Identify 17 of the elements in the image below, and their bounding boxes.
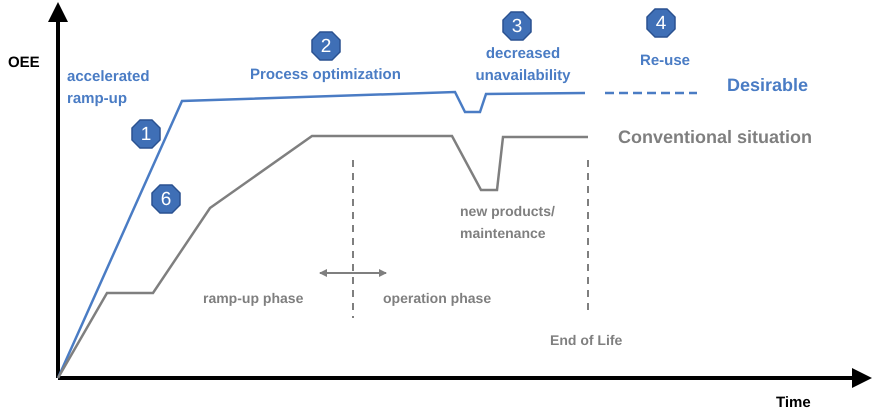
badge-caption: decreased unavailability — [474, 44, 572, 86]
number-badge: 2 — [311, 31, 341, 61]
number-badge: 1 — [131, 119, 161, 149]
chart-label: Time — [776, 393, 811, 413]
chart-label: End of Life — [550, 331, 622, 350]
badge-caption: Re-use — [640, 51, 690, 71]
chart-label: Conventional situation — [618, 126, 812, 149]
chart-label: OEE — [8, 53, 40, 73]
number-badge: 6 — [151, 184, 181, 214]
chart-label: Desirable — [727, 74, 808, 97]
number-badge: 4 — [646, 8, 676, 38]
chart-label: operation phase — [383, 289, 492, 308]
chart-label: ramp-up phase — [203, 289, 304, 308]
badge-caption: Process optimization — [250, 65, 401, 85]
chart-label: new products/ maintenance — [460, 202, 556, 243]
number-badge: 3 — [502, 11, 532, 41]
badge-caption: accelerated ramp-up — [67, 67, 151, 109]
